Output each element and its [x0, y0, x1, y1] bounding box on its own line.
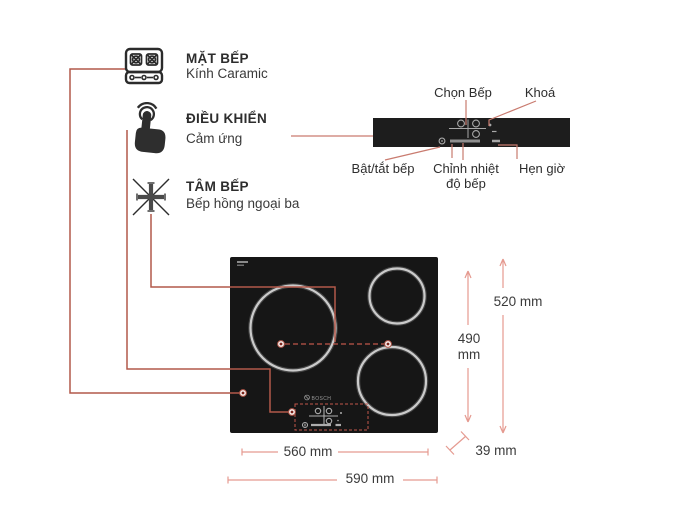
label-power: Bật/tắt bếp [351, 161, 415, 176]
dim-label-520: 520 mm [493, 294, 543, 309]
cooktop-surface-icon [124, 47, 164, 85]
glass-touch-controls [301, 406, 342, 429]
touch-control-icon [134, 102, 166, 154]
burner-large-ring [249, 284, 337, 372]
dim-39-line [445, 431, 470, 455]
feature-title-surface: MẶT BẾP [186, 51, 249, 66]
lock-indicator-icon [488, 123, 492, 127]
fist [134, 127, 166, 154]
feature-title-burner: TÂM BẾP [186, 179, 249, 194]
corner-logo [237, 261, 248, 266]
label-temperature-line2: độ bếp [446, 176, 486, 191]
burner-select-circle-icon [472, 119, 480, 128]
brand-text: BOSCH [312, 396, 332, 402]
dim-520-line [499, 258, 507, 434]
bosch-symbol-icon [304, 394, 310, 401]
cooktop-graphics: BOSCH [237, 261, 429, 429]
dim-label-590: 590 mm [345, 471, 395, 486]
dim-590-line [227, 476, 438, 484]
brand-logo: BOSCH [304, 394, 332, 402]
label-temperature-line1: Chỉnh nhiệt [433, 161, 499, 176]
panel-controls [438, 119, 500, 145]
label-lock: Khoá [524, 85, 556, 100]
zone-select-circle-icon [325, 407, 333, 415]
burner-select-circle-icon [457, 119, 465, 128]
feature-title-control: ĐIỀU KHIỂN [186, 111, 268, 126]
dim-label-490-unit: mm [457, 347, 481, 362]
label-temperature: Chỉnh nhiệt độ bếp [421, 161, 511, 191]
cooktop-image: BOSCH [230, 257, 438, 433]
power-callout-line [384, 146, 441, 161]
label-timer: Hẹn giờ [518, 161, 566, 176]
label-select-burner: Chọn Bếp [434, 85, 492, 100]
feature-sub-burner: Bếp hồng ngoại ba [186, 196, 300, 211]
zone-select-circle-icon [314, 407, 322, 415]
burner-select-circle-icon [472, 130, 480, 138]
power-button-icon [438, 137, 446, 145]
dim-label-39: 39 mm [475, 443, 517, 458]
control-panel-strip [373, 118, 570, 147]
burner-rings [248, 266, 429, 418]
control-panel-graphics [438, 119, 500, 145]
zone-select-circle-icon [325, 417, 333, 425]
burner-center-icon [132, 178, 170, 216]
dim-label-490-value: 490 [457, 331, 481, 346]
burner-bottomright-ring [356, 345, 428, 417]
dim-label-490: 490 mm [450, 331, 488, 363]
timer-callout-line [498, 144, 518, 159]
feature-sub-surface: Kính Caramic [186, 66, 268, 81]
burner-topright-ring [368, 267, 426, 325]
feature-sub-control: Cảm ứng [186, 131, 243, 146]
dim-label-560: 560 mm [283, 444, 333, 459]
